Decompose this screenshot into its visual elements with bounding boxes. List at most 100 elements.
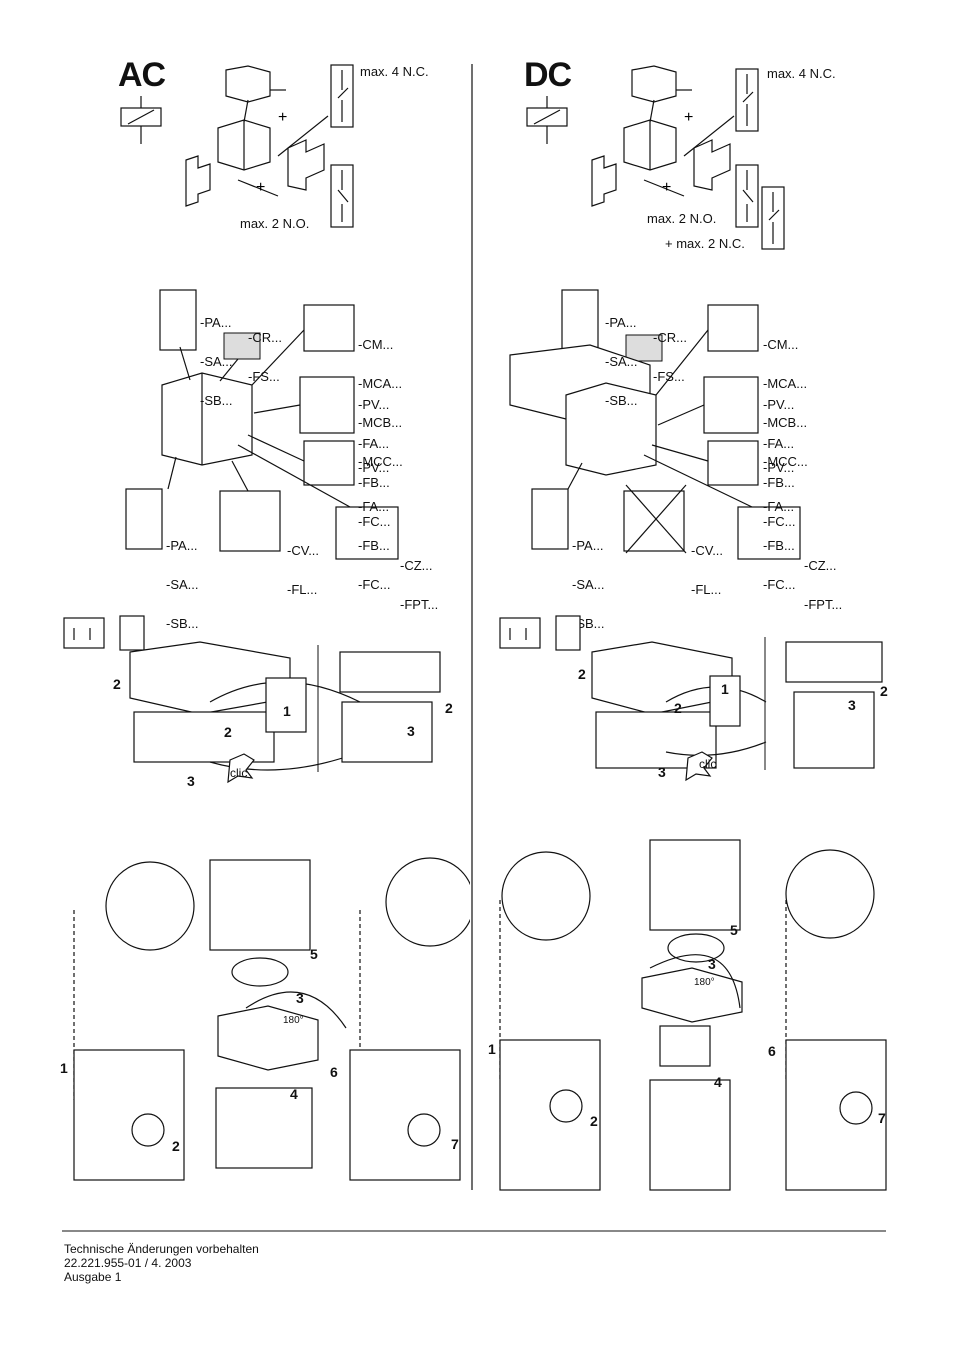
ac-max-nc-label: max. 4 N.C. xyxy=(360,64,429,79)
dc-acc-pv1-3: -FB... xyxy=(763,475,795,490)
ac-acc-pv1-4: -FC... xyxy=(358,514,391,529)
dc-step-3a: 3 xyxy=(658,764,666,780)
dc-acc-cz-2: -FPT... xyxy=(804,597,843,612)
ac-accessories-diagram xyxy=(125,289,399,560)
ac-acc-cr-1: -CR... xyxy=(248,330,282,345)
ac-acc-cv-label: -CV... -FL... xyxy=(287,518,319,609)
svg-text:+: + xyxy=(278,109,287,126)
dc-acc-pv2-1: -PV... xyxy=(763,460,795,475)
ac-acc-pv2-4: -FC... xyxy=(358,577,391,592)
ac-nc-contact-symbol xyxy=(330,64,354,128)
ac-acc-pv2-3: -FB... xyxy=(358,538,390,553)
dc-acc-pv2-label: -PV... -FA... -FB... -FC... xyxy=(763,435,796,604)
svg-text:+: + xyxy=(684,109,693,126)
ac-step-6: 6 xyxy=(330,1064,338,1080)
dc-mounting-diagram xyxy=(499,615,883,782)
dc-step-2c: 2 xyxy=(880,683,888,699)
ac-step-1: 1 xyxy=(283,703,291,719)
ac-acc-cm-label: -CM... -MCA... -MCB... -MCC... xyxy=(358,312,403,481)
ac-step-5: 5 xyxy=(310,946,318,962)
ac-step-4: 4 xyxy=(290,1086,298,1102)
dc-no-contact-symbol xyxy=(735,164,759,228)
dc-acc-top-3: -SB... xyxy=(605,393,638,408)
ac-acc-pa2-2: -SA... xyxy=(166,577,199,592)
ac-acc-top-label: -PA... -SA... -SB... xyxy=(200,290,233,420)
dc-coil-symbol xyxy=(526,96,568,144)
dc-acc-pv1-1: -PV... xyxy=(763,397,795,412)
dc-step-3c: 3 xyxy=(708,956,716,972)
dc-step-3b: 3 xyxy=(848,697,856,713)
ac-acc-cz-1: -CZ... xyxy=(400,558,433,573)
ac-step-2b: 2 xyxy=(224,724,232,740)
dc-nc-contact-symbol xyxy=(735,68,759,132)
dc-acc-cv-label: -CV... -FL... xyxy=(691,518,723,609)
dc-acc-cm-3: -MCB... xyxy=(763,415,808,430)
dc-nc-contact-symbol-2 xyxy=(761,186,785,250)
dc-acc-pv1-4: -FC... xyxy=(763,514,796,529)
dc-coil-replacement-diagram xyxy=(499,839,887,1191)
footer-edition: Ausgabe 1 xyxy=(64,1270,122,1284)
dc-acc-pv2-3: -FB... xyxy=(763,538,795,553)
dc-contactor-assembly-diagram: + + xyxy=(591,65,735,207)
svg-text:+: + xyxy=(662,179,671,196)
dc-acc-cm-1: -CM... xyxy=(763,337,799,352)
ac-contactor-assembly-diagram: + + xyxy=(185,65,329,207)
dc-acc-top-label: -PA... -SA... -SB... xyxy=(605,290,638,420)
dc-acc-pa2-2: -SA... xyxy=(572,577,605,592)
ac-acc-top-2: -SA... xyxy=(200,354,233,369)
ac-acc-cv-2: -FL... xyxy=(287,582,318,597)
ac-acc-top-3: -SB... xyxy=(200,393,233,408)
dc-acc-pv2-4: -FC... xyxy=(763,577,796,592)
ac-acc-pa2-3: -SB... xyxy=(166,616,199,631)
dc-acc-top-1: -PA... xyxy=(605,315,637,330)
dc-acc-pa2-1: -PA... xyxy=(572,538,604,553)
ac-acc-cz-label: -CZ... -FPT... xyxy=(400,533,438,624)
ac-acc-top-1: -PA... xyxy=(200,315,232,330)
ac-acc-pv1-1: -PV... xyxy=(358,397,390,412)
ac-acc-cv-1: -CV... xyxy=(287,543,320,558)
dc-acc-cm-4: -MCC... xyxy=(763,454,808,469)
dc-accessories-diagram xyxy=(509,289,801,560)
ac-step-2d: 2 xyxy=(172,1138,180,1154)
ac-step-3a: 3 xyxy=(187,773,195,789)
footer-doc-number: 22.221.955-01 / 4. 2003 xyxy=(64,1256,192,1270)
ac-acc-pa2-label: -PA... -SA... -SB... xyxy=(166,513,199,643)
dc-acc-pv1-label: -PV... -FA... -FB... -FC... xyxy=(763,372,796,541)
ac-acc-cm-4: -MCC... xyxy=(358,454,403,469)
dc-acc-cr-2: -FS... xyxy=(653,369,685,384)
dc-angle-label: 180° xyxy=(694,977,715,988)
dc-title: DC xyxy=(524,56,572,94)
ac-no-contact-symbol xyxy=(330,164,354,228)
ac-acc-cm-1: -CM... xyxy=(358,337,394,352)
ac-coil-symbol xyxy=(120,96,162,144)
ac-step-7: 7 xyxy=(451,1136,459,1152)
dc-step-5: 5 xyxy=(730,922,738,938)
ac-acc-pa2-1: -PA... xyxy=(166,538,198,553)
dc-step-4: 4 xyxy=(714,1074,722,1090)
ac-step-3b: 3 xyxy=(407,723,415,739)
ac-coil-replacement-diagram xyxy=(73,857,470,1181)
dc-acc-top-2: -SA... xyxy=(605,354,638,369)
ac-acc-cr-label: -CR... -FS... xyxy=(248,305,282,396)
dc-acc-cr-1: -CR... xyxy=(653,330,687,345)
ac-mounting-diagram xyxy=(63,615,441,784)
ac-angle-label: 180° xyxy=(283,1015,304,1026)
ac-acc-cm-2: -MCA... xyxy=(358,376,403,391)
dc-step-7: 7 xyxy=(878,1110,886,1126)
ac-step-1b: 1 xyxy=(60,1060,68,1076)
ac-acc-pv1-label: -PV... -FA... -FB... -FC... xyxy=(358,372,391,541)
dc-max-no-label: max. 2 N.O. xyxy=(647,211,717,226)
ac-acc-pv1-2: -FA... xyxy=(358,436,390,451)
ac-clic-label: clic xyxy=(230,766,248,780)
ac-acc-cz-2: -FPT... xyxy=(400,597,439,612)
svg-text:+: + xyxy=(256,179,265,196)
dc-acc-cz-label: -CZ... -FPT... xyxy=(804,533,842,624)
dc-acc-cm-2: -MCA... xyxy=(763,376,808,391)
ac-acc-pv2-label: -PV... -FA... -FB... -FC... xyxy=(358,435,391,604)
ac-step-2c: 2 xyxy=(445,700,453,716)
dc-step-2d: 2 xyxy=(590,1113,598,1129)
dc-step-2a: 2 xyxy=(578,666,586,682)
dc-acc-cr-label: -CR... -FS... xyxy=(653,305,687,396)
ac-acc-cr-2: -FS... xyxy=(248,369,280,384)
ac-acc-cm-3: -MCB... xyxy=(358,415,403,430)
